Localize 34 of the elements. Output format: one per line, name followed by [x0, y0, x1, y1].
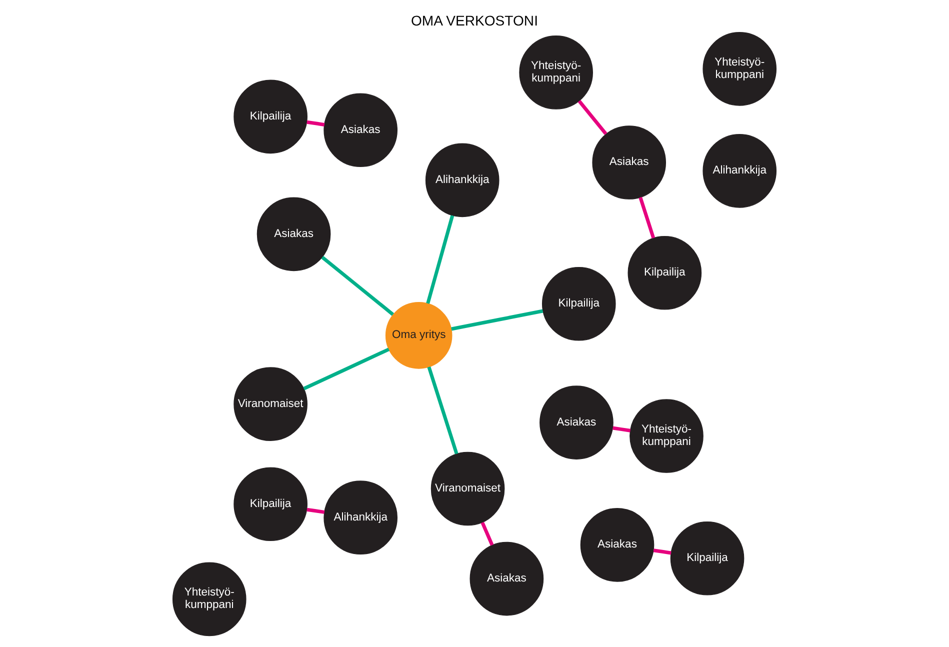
node-circle: Asiakas	[580, 508, 654, 582]
node-circle: Viranomaiset	[234, 367, 308, 441]
connector	[480, 522, 494, 546]
node-circle: Yhteistyö- kumppani	[172, 562, 246, 636]
connector	[638, 196, 656, 239]
node-circle: Asiakas	[540, 386, 614, 460]
node-circle: Kilpailija	[234, 80, 308, 154]
connector	[321, 256, 394, 316]
node-circle: Asiakas	[470, 542, 544, 616]
connector	[426, 215, 454, 304]
connector	[427, 366, 458, 454]
node-circle: Yhteistyö- kumppani	[702, 32, 777, 106]
node-circle: Kilpailija	[234, 467, 308, 542]
node-circle: Kilpailija	[628, 236, 702, 310]
node-circle: Alihankkija	[324, 480, 398, 555]
node-circle: Kilpailija	[542, 266, 616, 341]
node-circle: Asiakas	[324, 93, 398, 168]
connector	[451, 309, 544, 331]
diagram-title: OMA VERKOSTONI	[411, 12, 538, 28]
node-circle: Asiakas	[256, 197, 331, 272]
node-circle: Kilpailija	[670, 521, 744, 596]
connector	[303, 348, 390, 390]
node-circle: Viranomaiset	[430, 452, 505, 526]
node-circle: Alihankkija	[425, 143, 500, 218]
node-circle: Yhteistyö- kumppani	[630, 399, 704, 473]
connector	[306, 120, 325, 126]
node-circle: Oma yritys	[385, 302, 452, 369]
connector	[306, 508, 325, 514]
node-circle: Asiakas	[592, 126, 666, 200]
node-circle: Yhteistyö- kumppani	[519, 36, 593, 110]
connector	[578, 100, 608, 135]
connector	[653, 548, 672, 555]
connector	[612, 426, 631, 432]
node-circle: Alihankkija	[702, 134, 777, 208]
